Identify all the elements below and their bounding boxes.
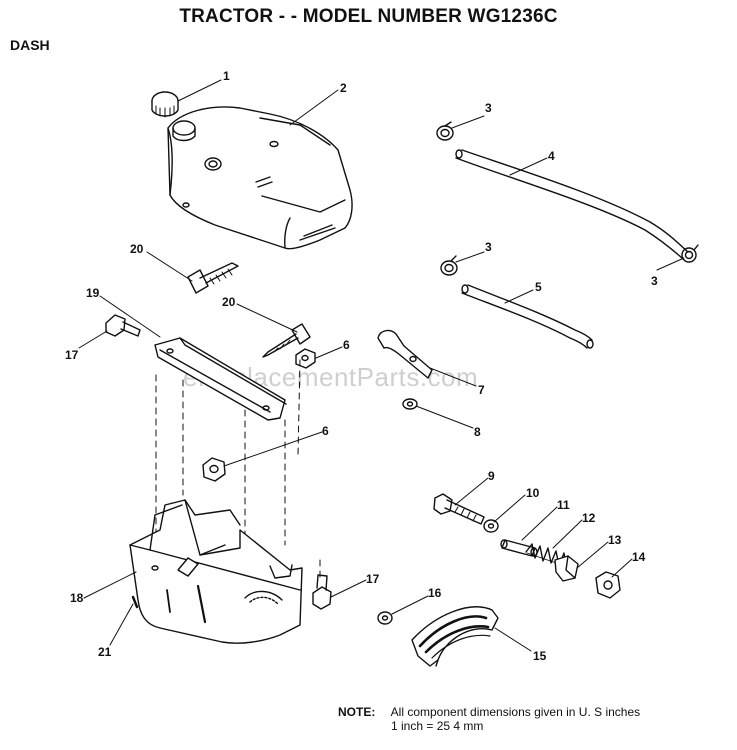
callout-18: 18: [70, 591, 84, 605]
note-line-2: 1 inch = 25 4 mm: [391, 719, 484, 733]
callout-numbers: 1 2 3 3 3 4 5 6 6 7 8 9 10 11 12 13 14 1…: [65, 69, 658, 663]
leader-lines: [78, 79, 685, 652]
callout-9: 9: [488, 469, 495, 483]
callout-20a: 20: [130, 242, 144, 256]
channel-bracket: [154, 337, 287, 421]
spacer-tube: [500, 539, 538, 557]
callout-6a: 6: [343, 338, 350, 352]
page-title: TRACTOR - - MODEL NUMBER WG1236C: [179, 6, 558, 27]
callout-3c: 3: [651, 274, 658, 288]
callout-10: 10: [526, 486, 540, 500]
callout-14: 14: [632, 550, 646, 564]
washer: [402, 398, 418, 410]
callout-1: 1: [223, 69, 230, 83]
hose-clamp-right: [681, 244, 699, 263]
callout-20b: 20: [222, 295, 236, 309]
hex-bolt-lower: [312, 574, 332, 610]
hex-nut-upper: [295, 348, 316, 369]
hex-bolt-upper: [105, 314, 141, 337]
fuel-hose-long: [455, 149, 689, 259]
hose-clamp-top: [436, 121, 454, 141]
fuel-cap: [151, 91, 179, 118]
hose-clamp-middle: [440, 255, 458, 276]
callout-6b: 6: [322, 424, 329, 438]
hex-nut-lower: [202, 457, 226, 482]
carriage-bolt: [433, 493, 485, 525]
callout-3b: 3: [485, 240, 492, 254]
fuel-tank: [167, 106, 353, 250]
throttle-quadrant: [411, 606, 499, 667]
dimensions-note: NOTE: All component dimensions given in …: [338, 705, 640, 733]
flat-washer: [483, 519, 499, 533]
callout-12: 12: [582, 511, 596, 525]
callout-17b: 17: [366, 572, 380, 586]
callout-21: 21: [98, 645, 112, 659]
callout-2: 2: [340, 81, 347, 95]
lever-cap: [595, 571, 621, 599]
bolt-upper: [187, 262, 239, 294]
note-label: NOTE:: [338, 705, 376, 719]
section-label: DASH: [10, 37, 50, 53]
callout-8: 8: [474, 425, 481, 439]
dash-panel: [129, 499, 303, 644]
small-pin: [131, 595, 139, 609]
callout-11: 11: [557, 498, 570, 512]
spring-clip: [554, 555, 579, 582]
callout-15: 15: [533, 649, 547, 663]
alignment-lines: [155, 359, 321, 581]
callout-19: 19: [86, 286, 100, 300]
callout-4: 4: [548, 149, 555, 163]
callout-7: 7: [478, 383, 485, 397]
hose-bracket: [377, 329, 433, 379]
callout-13: 13: [608, 533, 622, 547]
callout-16: 16: [428, 586, 442, 600]
callout-3a: 3: [485, 101, 492, 115]
note-line-1: All component dimensions given in U. S i…: [390, 705, 641, 719]
fuel-hose-short: [461, 284, 594, 349]
lock-washer: [377, 611, 393, 625]
callout-5: 5: [535, 280, 542, 294]
callout-17a: 17: [65, 348, 79, 362]
bolt-lower: [262, 323, 311, 358]
